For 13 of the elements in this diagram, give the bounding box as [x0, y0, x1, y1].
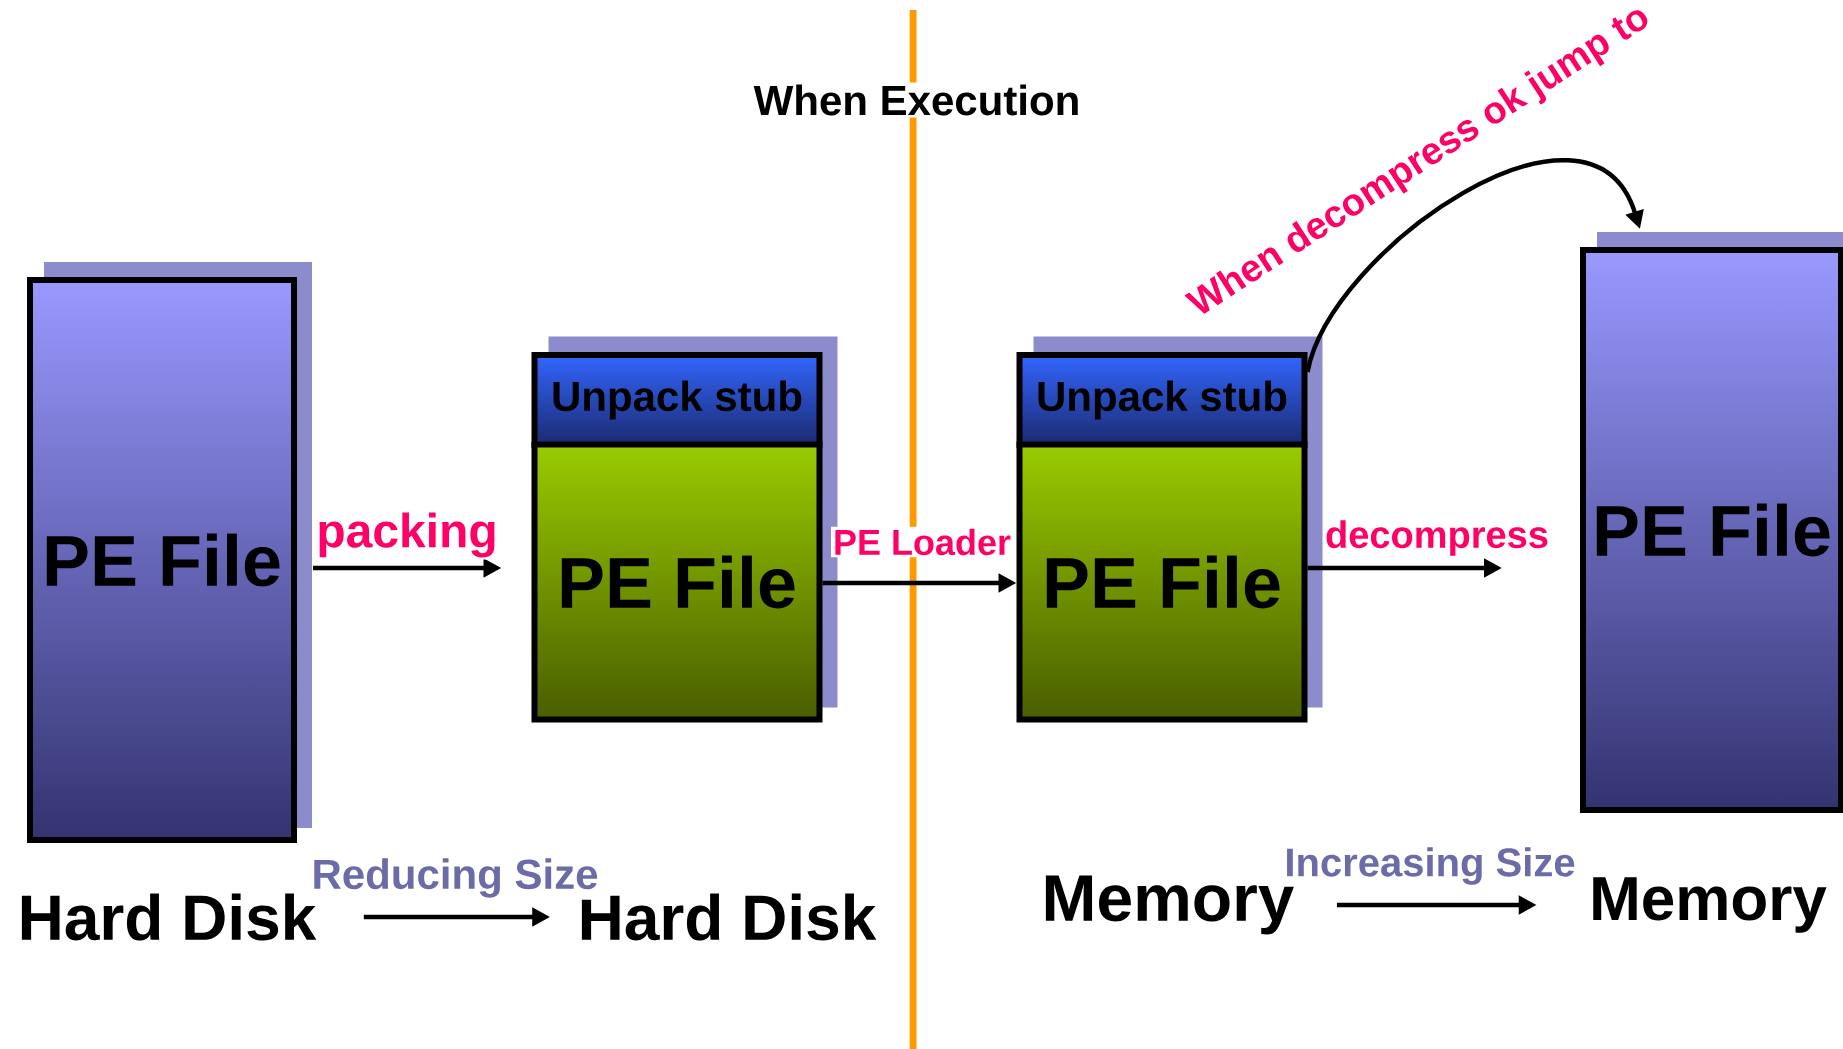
file-box: PE File	[531, 441, 823, 723]
edge-label: PE Loader	[831, 526, 1014, 558]
stub-box: Unpack stub	[531, 352, 823, 448]
arrow	[1305, 158, 1644, 373]
file-box: PE File	[1580, 247, 1843, 813]
storage-label: Memory	[1593, 877, 1827, 933]
title: When Execution	[751, 82, 1083, 118]
edge-label: packing	[314, 510, 500, 560]
file-box: PE File	[27, 277, 297, 843]
edge-label: Reducing Size	[309, 856, 601, 900]
file-box: PE File	[1016, 441, 1308, 723]
stub-box: Unpack stub	[1016, 352, 1308, 448]
edge-label: decompress	[1323, 518, 1551, 558]
